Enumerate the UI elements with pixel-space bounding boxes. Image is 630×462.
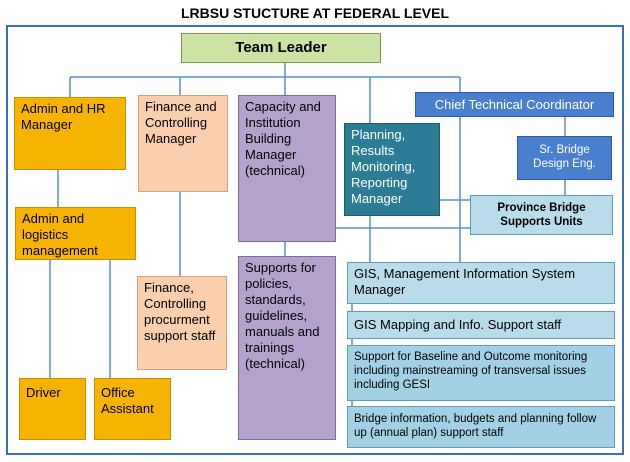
node-bridge-info-staff: Bridge information, budgets and planning…	[347, 406, 615, 448]
node-baseline-support: Support for Baseline and Outcome monitor…	[347, 345, 615, 401]
node-planning-manager: Planning, Results Monitoring, Reporting …	[344, 123, 440, 216]
chart-frame	[6, 25, 624, 455]
node-sr-bridge-design-eng: Sr. Bridge Design Eng.	[517, 136, 612, 180]
node-finance-manager: Finance and Controlling Manager	[138, 95, 228, 192]
node-gis-mis-manager: GIS, Management Information System Manag…	[347, 262, 615, 304]
chart-title: LRBSU STUCTURE AT FEDERAL LEVEL	[180, 5, 450, 21]
node-driver: Driver	[19, 378, 86, 440]
node-admin-hr-manager: Admin and HR Manager	[14, 97, 126, 170]
node-supports-policies: Supports for policies, standards, guidel…	[238, 256, 336, 440]
node-team-leader: Team Leader	[181, 33, 381, 63]
node-province-bridge-units: Province Bridge Supports Units	[470, 195, 613, 235]
node-chief-technical-coordinator: Chief Technical Coordinator	[415, 92, 614, 117]
node-finance-support-staff: Finance, Controlling procurment support …	[137, 276, 227, 370]
node-admin-logistics-staff: Admin and logistics management support s…	[15, 207, 136, 260]
node-office-assistant: Office Assistant	[94, 378, 171, 440]
node-gis-mapping-staff: GIS Mapping and Info. Support staff	[347, 311, 615, 339]
node-capacity-manager: Capacity and Institution Building Manage…	[238, 95, 336, 242]
